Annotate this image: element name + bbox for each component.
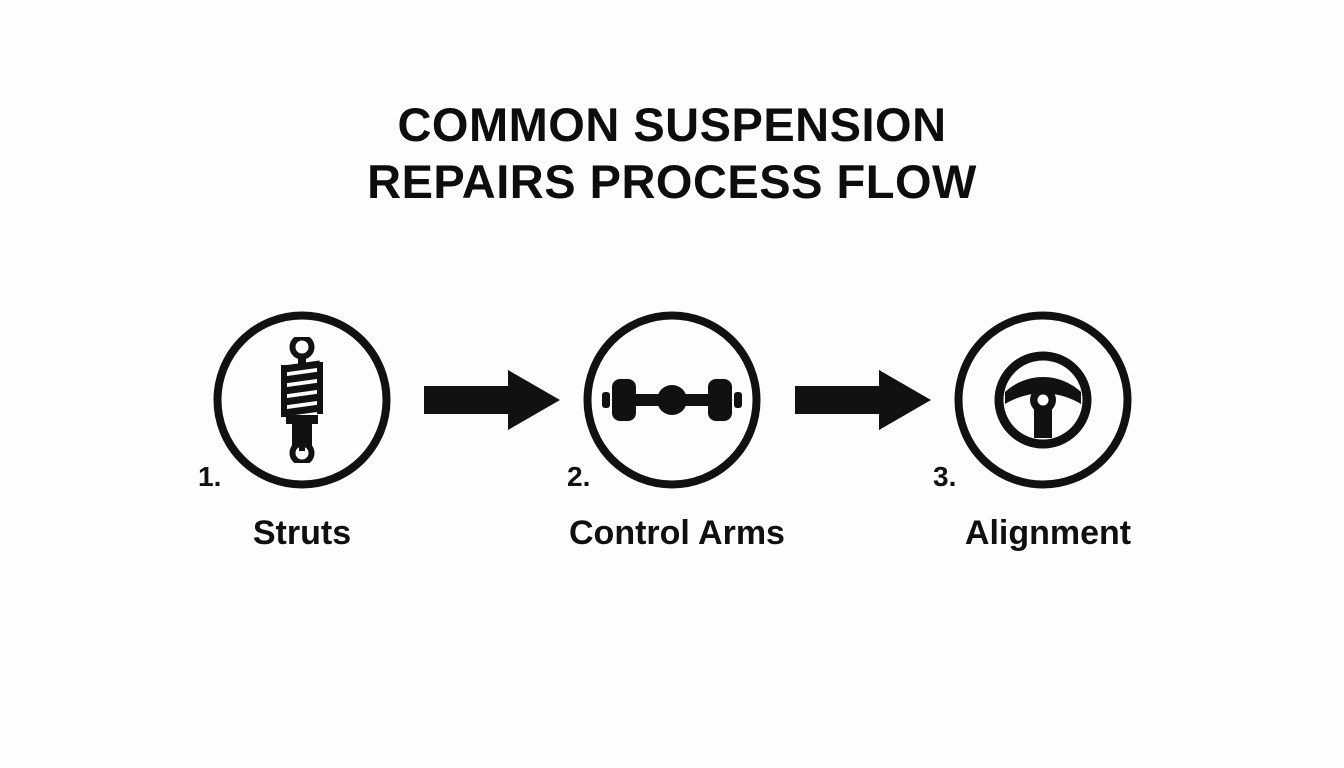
flow-step-control-arms[interactable] xyxy=(583,311,761,489)
strut-shock-absorber-icon xyxy=(213,311,391,489)
axle-control-arm-icon xyxy=(583,311,761,489)
step-circle-1 xyxy=(213,311,391,489)
flow-step-alignment[interactable] xyxy=(954,311,1132,489)
step-label-struts: Struts xyxy=(252,514,352,552)
page-title: COMMON SUSPENSION REPAIRS PROCESS FLOW xyxy=(0,96,1344,210)
flow-arrow-1 xyxy=(424,368,560,432)
flow-arrow-2 xyxy=(795,368,931,432)
step-number-3: 3. xyxy=(933,461,957,492)
step-label-control-arms: Control Arms xyxy=(569,514,785,552)
title-line-2: REPAIRS PROCESS FLOW xyxy=(367,155,977,208)
flow-step-struts[interactable] xyxy=(213,311,391,489)
steering-wheel-icon xyxy=(954,311,1132,489)
title-line-1: COMMON SUSPENSION xyxy=(397,98,947,151)
step-label-alignment: Alignment xyxy=(964,514,1132,552)
step-circle-3 xyxy=(954,311,1132,489)
step-number-1: 1. xyxy=(198,461,222,492)
step-circle-2 xyxy=(583,311,761,489)
step-number-2: 2. xyxy=(567,461,591,492)
